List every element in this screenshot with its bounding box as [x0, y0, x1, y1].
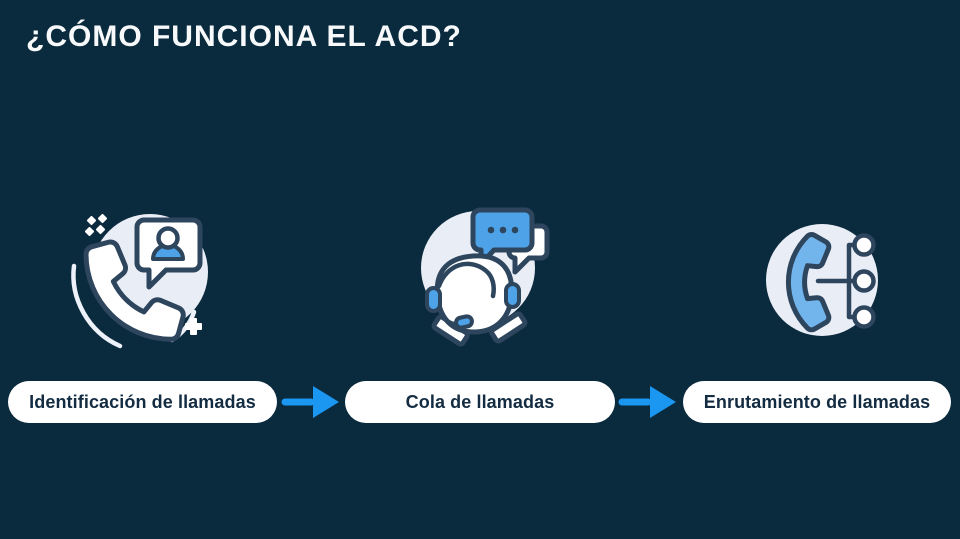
- call-routing-icon: [766, 224, 878, 336]
- sparkle-icon: [84, 213, 108, 237]
- slide-title: ¿CÓMO FUNCIONA EL ACD?: [26, 20, 462, 53]
- right-arrow-icon: [281, 386, 339, 418]
- right-arrow-icon: [618, 386, 676, 418]
- step-label-routing: Enrutamiento de llamadas: [683, 381, 951, 423]
- step-label-identification: Identificación de llamadas: [8, 381, 277, 423]
- chat-dots-icon: [487, 226, 519, 234]
- caller-id-phone-icon: [71, 213, 208, 349]
- plus-icon: [185, 318, 202, 335]
- step-label-queue: Cola de llamadas: [345, 381, 615, 423]
- caller-avatar-head: [156, 226, 180, 250]
- support-agent-icon: [421, 207, 550, 347]
